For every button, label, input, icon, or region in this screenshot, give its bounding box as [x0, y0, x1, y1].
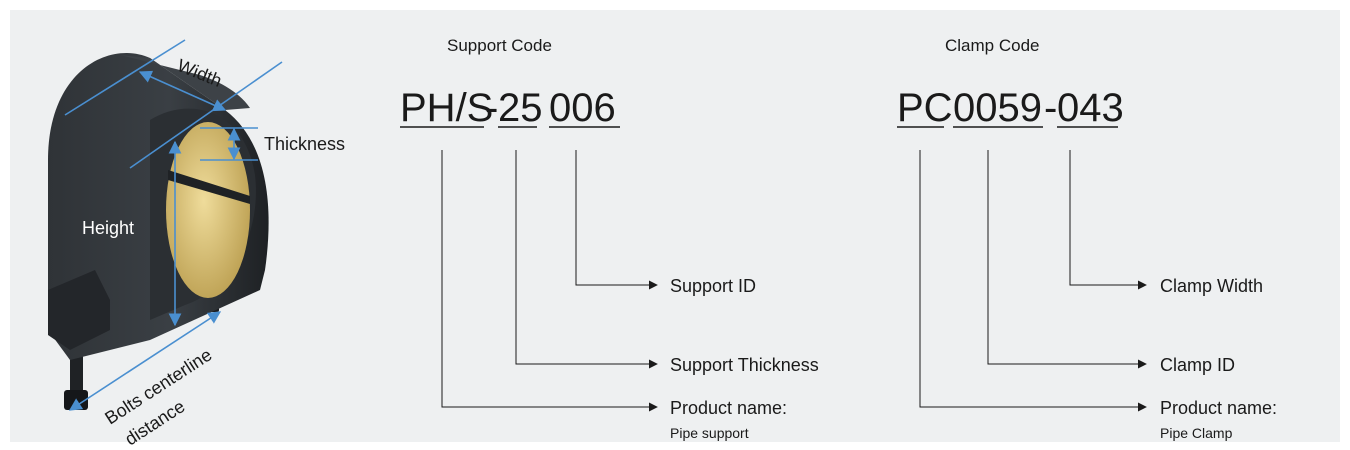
bolts-centerline-dimension: [68, 311, 222, 411]
clamp-code-title: Clamp Code: [945, 36, 1040, 55]
clamp-code-separator: -: [1044, 86, 1057, 130]
thickness-label: Thickness: [264, 134, 345, 154]
clamp-code-id: 0059: [953, 86, 1042, 130]
support-thickness-leader: [515, 150, 658, 369]
support-product-leader: [441, 150, 658, 412]
support-code-title: Support Code: [447, 36, 552, 55]
support-thickness-callout: Support Thickness: [670, 355, 819, 375]
clamp-product-leader: [919, 150, 1147, 412]
clamp-code-width: 043: [1057, 86, 1124, 130]
insert-split: [168, 170, 250, 204]
height-label: Height: [82, 218, 134, 238]
width-dimension: [138, 70, 227, 112]
width-extension-left: [64, 39, 186, 116]
support-product-subtitle: Pipe support: [670, 425, 749, 441]
support-id-callout: Support ID: [670, 276, 756, 296]
clamp-product-subtitle: Pipe Clamp: [1160, 425, 1233, 441]
clamp-id-callout: Clamp ID: [1160, 355, 1235, 375]
support-code-id: 006: [549, 86, 616, 130]
support-code-separator: -: [485, 86, 498, 130]
clamp-id-leader: [987, 150, 1147, 369]
support-code-thickness: 25: [498, 86, 543, 130]
clamp-code-section: Clamp Code PC 0059 - 043 Clamp Width Cla…: [897, 36, 1277, 441]
support-code-product: PH/S: [400, 86, 493, 130]
width-extension-right: [129, 61, 283, 169]
pipe-insert: [166, 122, 250, 298]
support-code-section: Support Code PH/S - 25 006 Support ID Su…: [400, 36, 819, 441]
clamp-code-product: PC: [897, 86, 953, 130]
support-id-leader: [575, 150, 658, 290]
clamp-width-leader: [1069, 150, 1147, 290]
support-product-callout: Product name:: [670, 398, 787, 418]
clamp-product-callout: Product name:: [1160, 398, 1277, 418]
dimension-lines: [64, 39, 283, 411]
clamp-width-callout: Clamp Width: [1160, 276, 1263, 296]
